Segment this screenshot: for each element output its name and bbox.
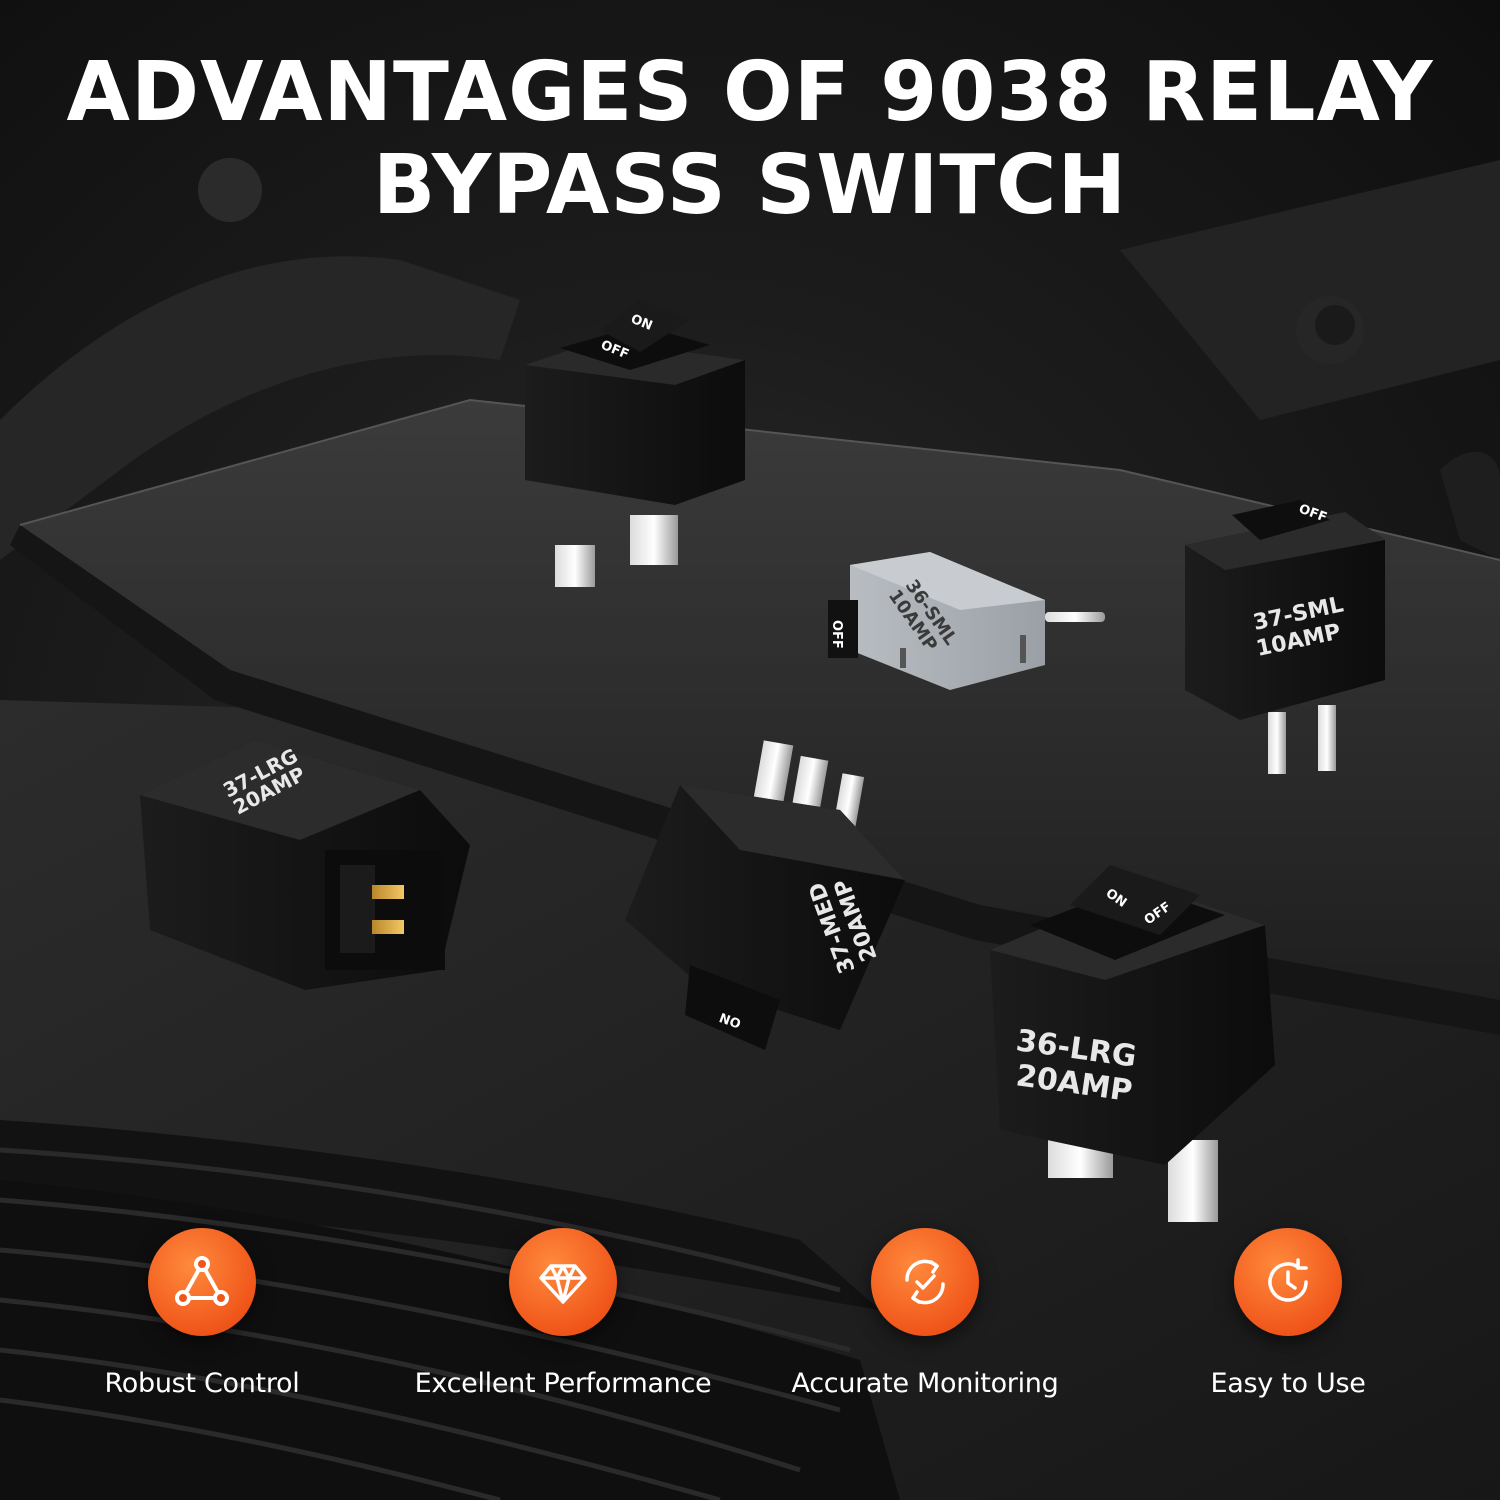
- feature-easy-to-use: Easy to Use: [1138, 1228, 1438, 1399]
- check-circle-arrows-icon: [871, 1228, 979, 1336]
- page-title-line-1: ADVANTAGES OF 9038 RELAY: [66, 45, 1434, 140]
- feature-excellent-performance: Excellent Performance: [413, 1228, 713, 1399]
- relay-36-sml: 36-SML 10AMP OFF: [828, 552, 1105, 690]
- diamond-icon: [509, 1228, 617, 1336]
- triangle-nodes-icon: [148, 1228, 256, 1336]
- relay-37-sml: OFF 37-SML 10AMP: [1185, 500, 1385, 774]
- feature-robust-control: Robust Control: [52, 1228, 352, 1399]
- page-title-line-2: BYPASS SWITCH: [372, 138, 1128, 233]
- engine-bay-background: [0, 158, 1500, 560]
- feature-label: Robust Control: [104, 1368, 300, 1399]
- feature-label: Excellent Performance: [414, 1368, 712, 1399]
- relay-36-lrg: ON OFF 36-LRG 20AMP: [990, 865, 1275, 1222]
- relay-top-center: ON OFF: [525, 300, 745, 587]
- feature-label: Easy to Use: [1210, 1368, 1366, 1399]
- relay-36-sml-switch-off: OFF: [829, 620, 844, 649]
- feature-accurate-monitoring: Accurate Monitoring: [775, 1228, 1075, 1399]
- feature-label: Accurate Monitoring: [791, 1368, 1059, 1399]
- relay-37-med: ON 37-MED 20AMP: [625, 740, 905, 1050]
- clock-refresh-icon: [1234, 1228, 1342, 1336]
- relay-37-lrg: 37-LRG 20AMP: [140, 740, 470, 990]
- relay-37-med-switch-on: ON: [718, 1009, 744, 1031]
